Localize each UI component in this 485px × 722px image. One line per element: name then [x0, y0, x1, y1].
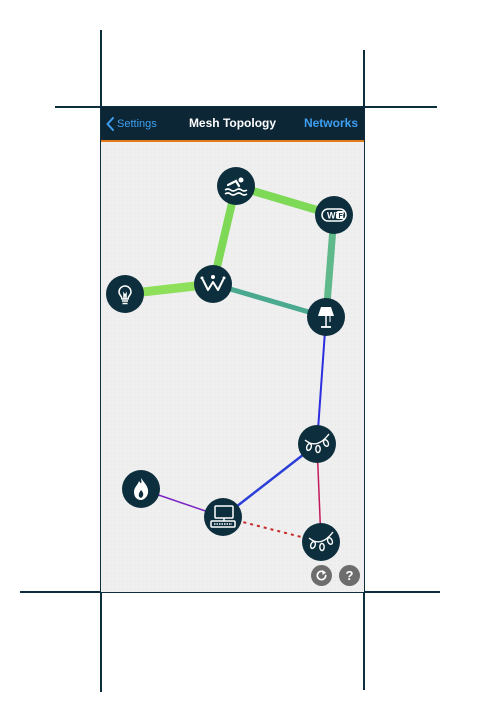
- svg-text:Wi: Wi: [327, 211, 338, 221]
- string-lights-icon: [304, 433, 330, 454]
- computer-icon: [210, 505, 236, 528]
- node-flame[interactable]: [122, 470, 160, 508]
- hub-logo-icon: [200, 275, 226, 291]
- help-button-label: ?: [345, 568, 354, 583]
- back-button-label: Settings: [117, 117, 157, 130]
- topology-canvas: Wi Fi: [106, 167, 353, 561]
- refresh-icon: [316, 569, 327, 581]
- crop-mark-bottom-horizontal: [20, 591, 440, 593]
- svg-text:Fi: Fi: [339, 213, 345, 220]
- wifi-badge-icon: Wi Fi: [321, 208, 347, 222]
- node-computer[interactable]: [204, 498, 242, 536]
- navigation-bar: Settings Mesh Topology Networks: [101, 107, 364, 142]
- node-bulb[interactable]: [106, 275, 144, 313]
- chevron-left-icon: [106, 116, 114, 131]
- link-lamp-lights1: [316, 316, 327, 445]
- crop-mark-right-vertical: [363, 50, 365, 690]
- networks-button[interactable]: Networks: [303, 116, 358, 130]
- link-lights1-computer: [222, 443, 318, 518]
- node-hub[interactable]: [194, 265, 232, 303]
- node-string-lights-1[interactable]: [298, 425, 336, 463]
- back-button[interactable]: Settings: [106, 107, 157, 140]
- flame-icon: [134, 478, 149, 500]
- swimmer-icon: [224, 177, 248, 196]
- string-lights-icon: [308, 531, 334, 552]
- node-wifi[interactable]: Wi Fi: [315, 196, 353, 234]
- help-button[interactable]: ?: [339, 565, 360, 586]
- page-title: Mesh Topology: [188, 116, 277, 130]
- link-hub-lamp: [210, 281, 329, 320]
- refresh-button[interactable]: [311, 565, 332, 586]
- node-lamp[interactable]: [307, 298, 345, 336]
- node-pool[interactable]: [217, 167, 255, 205]
- floor-lamp-icon: [318, 307, 334, 328]
- node-string-lights-2[interactable]: [302, 523, 340, 561]
- mesh-topology-screen: Settings Mesh Topology Networks: [101, 107, 364, 592]
- lightbulb-icon: [118, 285, 132, 305]
